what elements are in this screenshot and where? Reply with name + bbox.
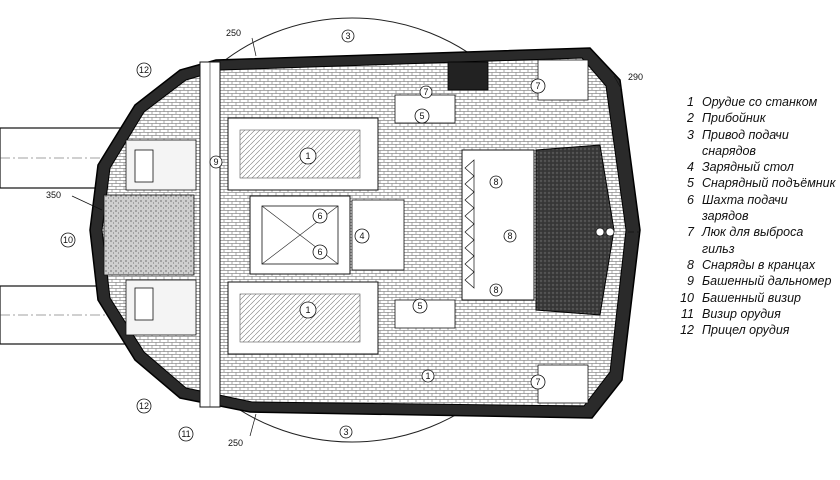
callout-number: 12 [139, 401, 149, 411]
callout-number: 10 [63, 235, 73, 245]
legend-number: 12 [680, 323, 694, 338]
legend-label: Шахта подачи зарядов [702, 192, 788, 224]
legend-item: 8 Снаряды в кранцах [676, 257, 836, 273]
legend-item: 4 Зарядный стол [676, 159, 836, 175]
dim-top: 250 [226, 28, 241, 38]
legend-label: Зарядный стол [702, 160, 794, 175]
callout-number: 1 [305, 305, 310, 315]
legend-item: 10 Башенный визир [676, 290, 836, 306]
legend-label: Башенный визир [702, 290, 801, 305]
legend-item: 9 Башенный дальномер [676, 273, 836, 289]
legend-number: 5 [687, 176, 694, 191]
legend-item: 1 Орудие со станком [676, 94, 836, 110]
rangefinder-bar [199, 61, 221, 408]
dimension-leaders [71, 37, 640, 437]
legend-number: 6 [687, 192, 694, 207]
legend-label: Прибойник [702, 111, 766, 126]
callout-number: 12 [139, 65, 149, 75]
callout-numbers: 1 1 1 3 3 4 5 5 6 6 7 7 7 8 8 8 9 10 11 … [63, 31, 541, 439]
callout-number: 3 [343, 427, 348, 437]
legend-label: Орудие со станком [702, 95, 818, 109]
legend-item: 3 Привод подачи снарядов [676, 127, 836, 160]
dimension-labels: 250 250 350 290 [46, 28, 643, 448]
breech-area [103, 139, 197, 336]
legend-label: Люк для выброса гильз [702, 225, 804, 256]
legend-item: 2 Прибойник [676, 110, 836, 126]
callout-number: 1 [305, 151, 310, 161]
callout-number: 6 [317, 211, 322, 221]
callout-number: 5 [417, 301, 422, 311]
dim-bottom: 250 [228, 438, 243, 448]
legend-item: 5 Снарядный подъёмник [676, 175, 836, 191]
legend: 1 Орудие со станком 2 Прибойник 3 Привод по… [676, 94, 836, 338]
legend-label: Снарядный подъёмник [702, 176, 836, 191]
legend-label: Снаряды в кранцах [702, 257, 816, 272]
shell-icons [464, 159, 475, 289]
legend-label: Визир орудия [702, 306, 781, 321]
legend-number: 7 [687, 225, 694, 240]
callout-number: 6 [317, 247, 322, 257]
dim-left: 350 [46, 190, 61, 200]
legend-number: 8 [687, 257, 694, 272]
legend-item: 11 Визир орудия [676, 306, 836, 322]
callout-number: 5 [419, 111, 424, 121]
legend-number: 3 [687, 127, 694, 142]
legend-item: 6 Шахта подачи зарядов [676, 192, 836, 225]
callout-number: 8 [493, 285, 498, 295]
legend-number: 10 [680, 290, 694, 305]
callout-number: 11 [181, 429, 190, 439]
callout-number: 8 [493, 177, 498, 187]
legend-number: 2 [687, 111, 694, 126]
legend-label: Привод подачи снарядов [702, 127, 789, 158]
legend-number: 4 [687, 160, 694, 175]
callout-number: 3 [345, 31, 350, 41]
callout-number: 1 [425, 371, 430, 381]
callout-number: 7 [535, 377, 540, 387]
legend-item: 7 Люк для выброса гильз [676, 224, 836, 257]
callout-number: 7 [423, 87, 428, 97]
callout-circles [60, 29, 546, 442]
legend-number: 9 [687, 274, 694, 289]
legend-label: Башенный дальномер [702, 274, 832, 289]
legend-number: 11 [681, 306, 694, 321]
legend-label: Прицел орудия [702, 323, 790, 338]
rear-compartment [447, 59, 615, 404]
callout-number: 7 [535, 81, 540, 91]
charge-shaft [249, 195, 351, 275]
callout-number: 9 [213, 157, 218, 167]
legend-number: 1 [687, 95, 694, 109]
legend-item: 12 Прицел орудия [676, 322, 836, 338]
callout-number: 4 [359, 231, 364, 241]
dim-right: 290 [628, 72, 643, 82]
callout-number: 8 [507, 231, 512, 241]
